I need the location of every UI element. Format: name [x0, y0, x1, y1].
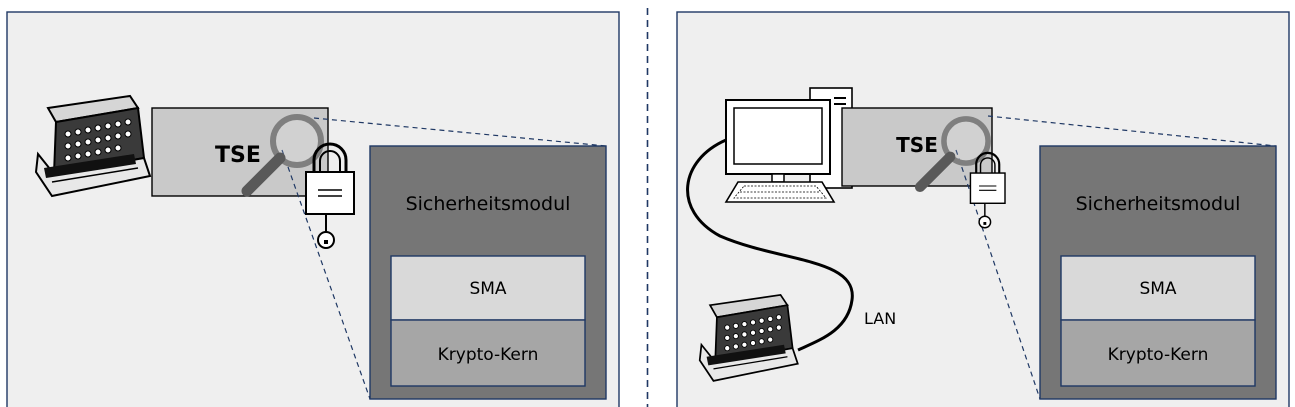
krypto-kern-box [1060, 319, 1256, 387]
projection-line-bottom [955, 149, 1041, 400]
krypto-kern-box [390, 319, 586, 387]
right-panel: TSE LAN Sicherheitsmodul SMA Krypto-Kern [676, 11, 1290, 407]
sma-box [1060, 255, 1256, 321]
security-module-title: Sicherheitsmodul [406, 193, 571, 215]
projection-line-bottom [281, 149, 371, 400]
sma-label: SMA [469, 279, 506, 299]
lan-cable [686, 138, 854, 352]
left-panel: TSE Sicherheitsmodul SMA Krypto-Kern [6, 11, 620, 407]
sma-label: SMA [1139, 279, 1176, 299]
projection-line-top [313, 117, 607, 147]
krypto-kern-label: Krypto-Kern [438, 345, 539, 365]
tse-label: TSE [896, 133, 938, 157]
security-module-title: Sicherheitsmodul [1076, 193, 1241, 215]
lan-label: LAN [864, 309, 896, 328]
projection-line-top [987, 115, 1277, 147]
computer-icon [724, 87, 853, 203]
tse-label: TSE [215, 143, 261, 168]
sma-box [390, 255, 586, 321]
krypto-kern-label: Krypto-Kern [1108, 345, 1209, 365]
